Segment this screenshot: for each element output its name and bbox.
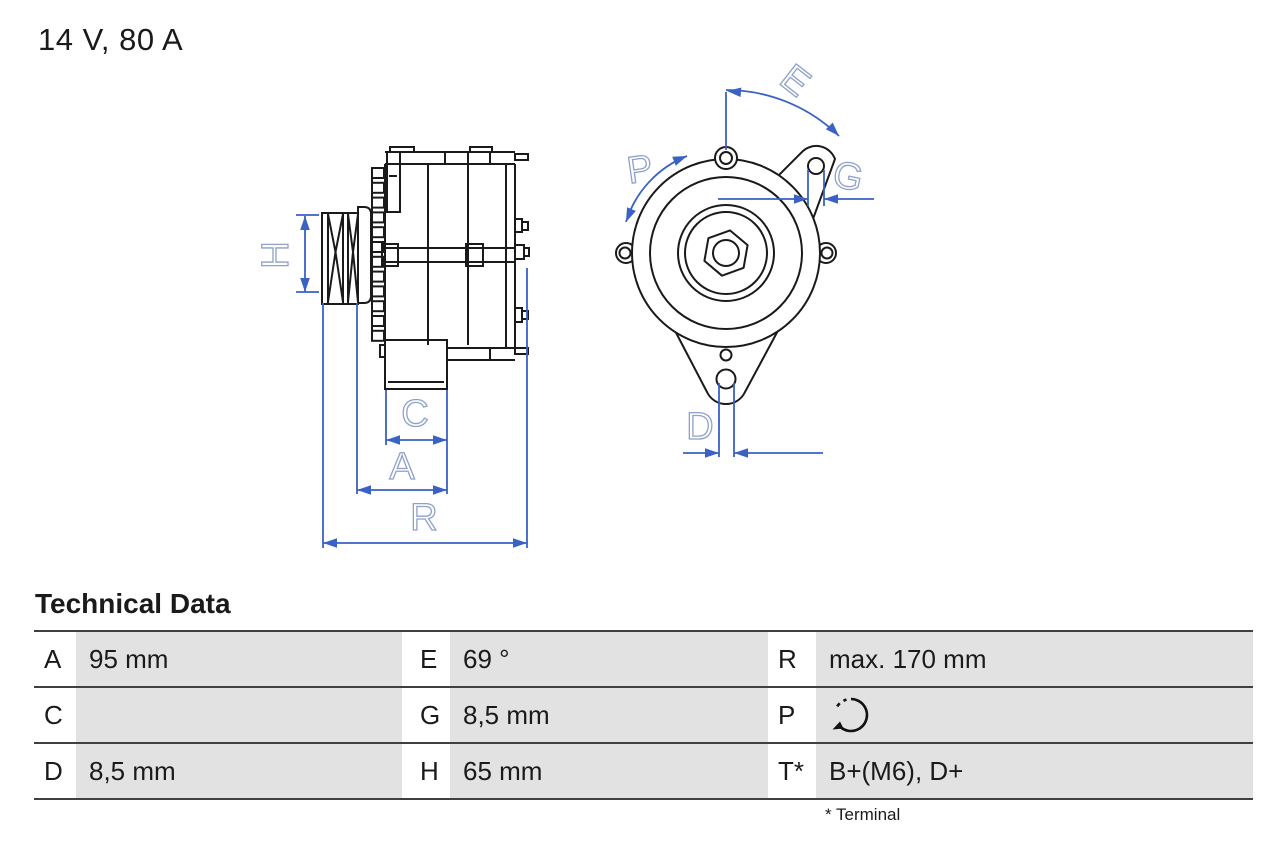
ear-hole: [807, 157, 825, 175]
bottom-bracket: [670, 324, 783, 405]
rotation-direction-icon: [832, 697, 869, 733]
dimension-label-D: D: [686, 406, 713, 448]
pulley: [321, 206, 372, 305]
param-value-R: max. 170 mm: [816, 632, 1253, 686]
body-outline: [631, 158, 821, 348]
dimension-label-P: P: [625, 147, 656, 192]
param-label-R: R: [768, 632, 816, 686]
dimension-label-H: H: [255, 241, 297, 268]
param-value-D: 8,5 mm: [76, 744, 402, 798]
shaft-nut: [703, 229, 749, 277]
table-row: A 95 mm E 69 ° R max. 170 mm: [34, 632, 1253, 688]
param-value-H: 65 mm: [450, 744, 768, 798]
param-label-D: D: [34, 744, 76, 798]
param-value-P: [816, 688, 1253, 742]
param-value-A: 95 mm: [76, 632, 402, 686]
table-row: C G 8,5 mm P: [34, 688, 1253, 744]
side-view: [321, 146, 530, 390]
param-value-T: B+(M6), D+: [816, 744, 1253, 798]
right-lug-hole: [820, 246, 834, 260]
left-lug-hole: [618, 246, 632, 260]
technical-data-table: A 95 mm E 69 ° R max. 170 mm C G 8,5 mm …: [34, 630, 1253, 800]
param-value-G: 8,5 mm: [450, 688, 768, 742]
param-value-C: [76, 688, 402, 742]
param-label-T: T*: [768, 744, 816, 798]
param-label-A: A: [34, 632, 76, 686]
param-label-C: C: [34, 688, 76, 742]
param-value-E: 69 °: [450, 632, 768, 686]
dimension-label-R: R: [410, 497, 437, 539]
param-label-H: H: [402, 744, 450, 798]
technical-data-heading: Technical Data: [35, 588, 231, 619]
dimension-label-C: C: [401, 393, 428, 435]
front-view: [615, 144, 837, 405]
dimension-label-A: A: [389, 446, 415, 488]
param-label-E: E: [402, 632, 450, 686]
table-row: D 8,5 mm H 65 mm T* B+(M6), D+: [34, 744, 1253, 800]
param-label-G: G: [402, 688, 450, 742]
page-title: 14 V, 80 A: [38, 22, 184, 57]
terminal-footnote: * Terminal: [825, 805, 901, 824]
bracket-hole-small: [719, 348, 733, 362]
housing: [379, 146, 530, 390]
param-label-P: P: [768, 688, 816, 742]
bracket-hole-large: [715, 368, 737, 390]
